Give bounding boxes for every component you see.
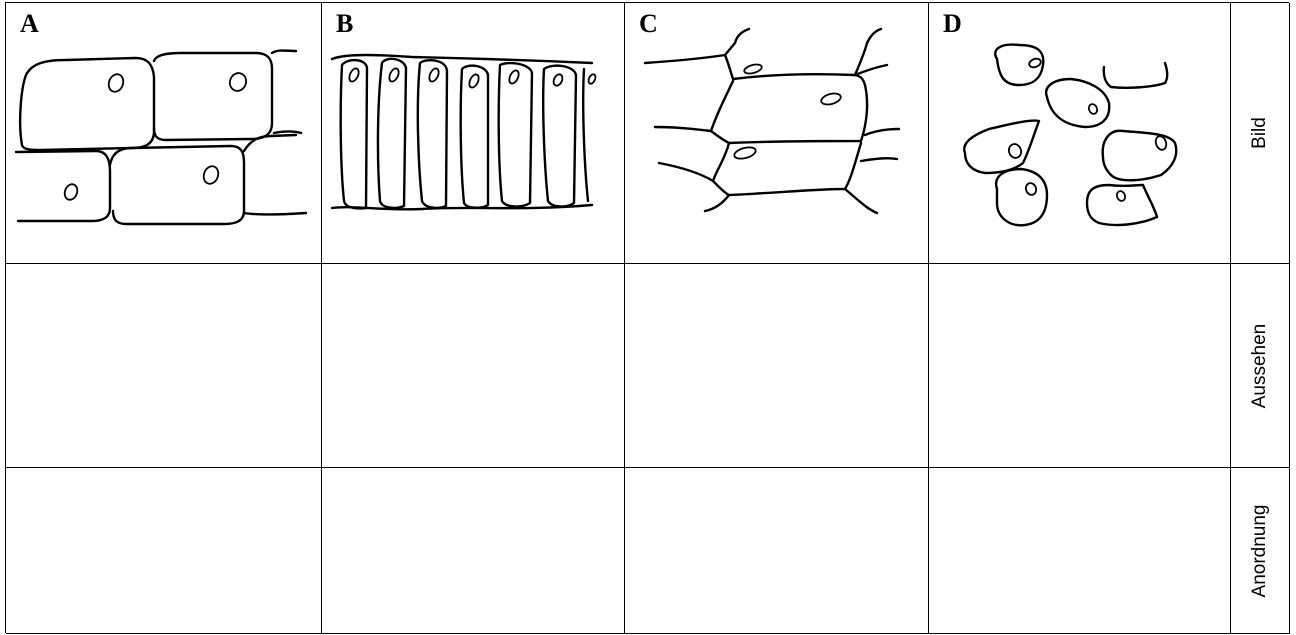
panel-d-cell: D <box>929 3 1231 264</box>
panel-a-letter: A <box>20 9 39 38</box>
cell-comparison-table: A B <box>5 2 1290 634</box>
arrangement-cell-b[interactable] <box>322 468 625 634</box>
row-label-image-text: Bild <box>1249 117 1270 149</box>
panel-c-cell: C <box>625 3 929 264</box>
row-label-appearance: Aussehen <box>1231 264 1290 468</box>
appearance-cell-d[interactable] <box>929 264 1231 468</box>
appearance-cell-a[interactable] <box>6 264 322 468</box>
panel-c-drawing <box>643 27 901 215</box>
panel-b-cell: B <box>322 3 625 264</box>
panel-b-letter: B <box>336 9 354 38</box>
arrangement-cell-c[interactable] <box>625 468 929 634</box>
row-label-arrangement: Anordnung <box>1231 468 1290 634</box>
row-label-image: Bild <box>1231 3 1290 264</box>
arrangement-cell-a[interactable] <box>6 468 322 634</box>
panel-b-drawing <box>330 53 597 211</box>
panel-c-letter: C <box>639 9 658 38</box>
panel-d-drawing <box>963 43 1178 227</box>
arrangement-cell-d[interactable] <box>929 468 1231 634</box>
appearance-cell-c[interactable] <box>625 264 929 468</box>
row-label-arrangement-text: Anordnung <box>1249 504 1270 597</box>
panel-a-cell: A <box>6 3 322 264</box>
panel-d-letter: D <box>943 9 962 38</box>
panel-a-drawing <box>14 49 308 226</box>
row-label-appearance-text: Aussehen <box>1249 323 1270 408</box>
appearance-cell-b[interactable] <box>322 264 625 468</box>
